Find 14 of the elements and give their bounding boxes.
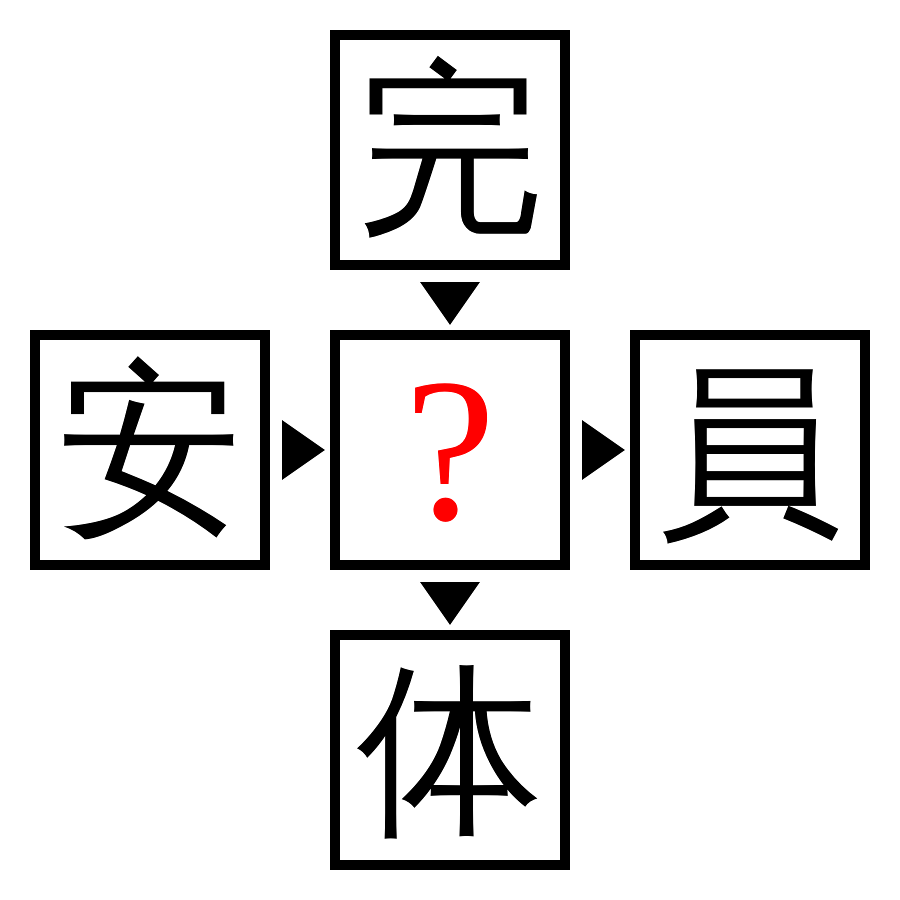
character-box bbox=[330, 30, 570, 270]
arrow bbox=[282, 420, 325, 480]
question-mark: ? bbox=[404, 348, 496, 552]
arrow bbox=[420, 282, 480, 325]
arrow bbox=[420, 582, 480, 625]
character-box bbox=[330, 630, 570, 870]
character-box bbox=[330, 330, 570, 570]
kanji-character: 安 bbox=[57, 357, 243, 543]
kanji-character: 員 bbox=[657, 357, 843, 543]
arrow bbox=[582, 420, 625, 480]
character-box bbox=[630, 330, 870, 570]
kanji-character: 完 bbox=[357, 57, 543, 243]
character-box bbox=[30, 330, 270, 570]
kanji-character: 体 bbox=[357, 657, 543, 843]
